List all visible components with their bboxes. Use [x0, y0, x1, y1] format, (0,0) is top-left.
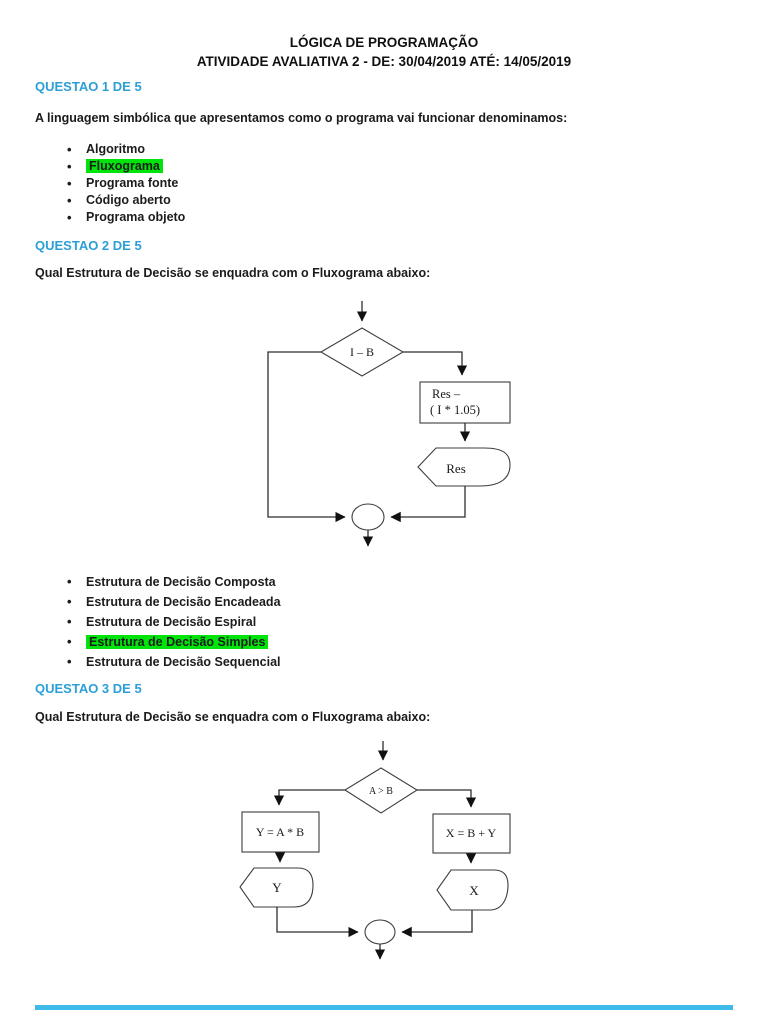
process-label-left: Y = A * B — [256, 825, 304, 839]
question-3-prompt: Qual Estrutura de Decisão se enquadra co… — [35, 710, 431, 724]
flowchart-q3: A > B Y = A * B X = B + Y Y X — [239, 741, 511, 960]
option-item: Algoritmo — [66, 141, 185, 158]
question-1-options: Algoritmo Fluxograma Programa fonte Códi… — [66, 141, 185, 226]
process-box-right — [432, 813, 511, 854]
option-label: Programa fonte — [86, 176, 179, 190]
option-label: Estrutura de Decisão Sequencial — [86, 655, 281, 669]
process-label-right: X = B + Y — [446, 826, 497, 840]
true-branch-connector — [403, 351, 468, 376]
option-item: Fluxograma — [66, 158, 185, 175]
decision-label: A > B — [369, 786, 393, 797]
question-2-heading: QUESTAO 2 DE 5 — [35, 238, 142, 253]
option-label: Estrutura de Decisão Composta — [86, 575, 276, 589]
option-item: Estrutura de Decisão Encadeada — [66, 592, 281, 612]
question-3-heading: QUESTAO 3 DE 5 — [35, 681, 142, 696]
decision-diamond — [319, 327, 405, 377]
connector-circle — [351, 503, 385, 531]
option-label: Estrutura de Decisão Espiral — [86, 615, 257, 629]
option-label: Estrutura de Decisão Encadeada — [86, 595, 281, 609]
flowchart-q2: I – B Res – ( I * 1.05) Res — [267, 301, 511, 547]
question-1-heading: QUESTAO 1 DE 5 — [35, 79, 142, 94]
left-display-to-connector-wire — [276, 907, 359, 938]
decision-diamond — [343, 767, 419, 814]
document-header: LÓGICA DE PROGRAMAÇÃO ATIVIDADE AVALIATI… — [0, 33, 768, 71]
false-branch-connector — [267, 351, 346, 523]
option-item: Estrutura de Decisão Sequencial — [66, 652, 281, 672]
option-item: Código aberto — [66, 192, 185, 209]
option-label: Código aberto — [86, 193, 171, 207]
option-item: Estrutura de Decisão Espiral — [66, 612, 281, 632]
connector-circle — [364, 919, 396, 945]
page-bottom-divider — [35, 1005, 733, 1010]
process-label-line1: Res – — [432, 387, 461, 401]
option-label: Fluxograma — [86, 159, 163, 173]
question-2-prompt: Qual Estrutura de Decisão se enquadra co… — [35, 266, 431, 280]
right-display-to-connector-wire — [401, 910, 473, 938]
option-item: Programa fonte — [66, 175, 185, 192]
process-box — [419, 381, 511, 424]
doc-title: LÓGICA DE PROGRAMAÇÃO — [289, 35, 479, 50]
option-label: Programa objeto — [86, 210, 186, 224]
option-item: Programa objeto — [66, 209, 185, 226]
display-shape — [417, 447, 511, 487]
display-shape-right — [436, 869, 509, 911]
display-label: Res — [446, 461, 466, 476]
display-label-right: X — [469, 883, 479, 898]
question-2-options: Estrutura de Decisão Composta Estrutura … — [66, 572, 281, 672]
right-branch-connector — [417, 789, 477, 808]
option-label: Algoritmo — [86, 142, 146, 156]
left-branch-connector — [273, 789, 345, 806]
display-shape-left — [239, 867, 314, 908]
doc-subtitle: ATIVIDADE AVALIATIVA 2 - DE: 30/04/2019 … — [196, 54, 572, 69]
display-label-left: Y — [272, 880, 282, 895]
option-label: Estrutura de Decisão Simples — [86, 635, 269, 649]
process-box-left — [241, 811, 320, 853]
process-label-line2: ( I * 1.05) — [430, 403, 480, 417]
option-item: Estrutura de Decisão Simples — [66, 632, 281, 652]
option-item: Estrutura de Decisão Composta — [66, 572, 281, 592]
decision-label: I – B — [350, 345, 374, 359]
display-to-connector-wire — [390, 486, 466, 523]
question-1-prompt: A linguagem simbólica que apresentamos c… — [35, 111, 568, 125]
